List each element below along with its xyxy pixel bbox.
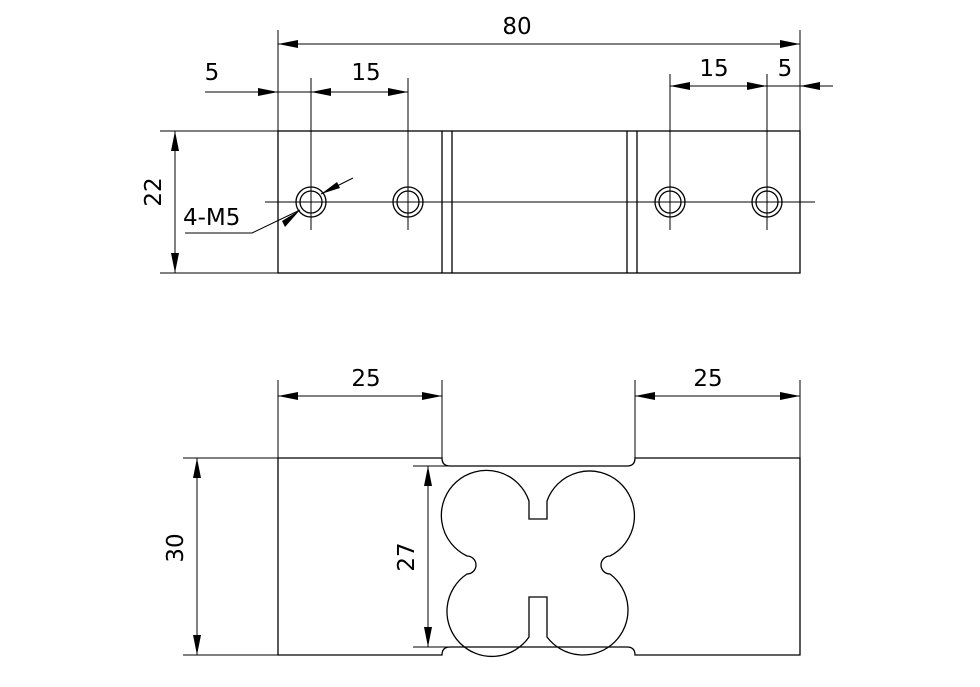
dimension-hole-spacing-right: 15	[670, 56, 767, 90]
dimension-label: 30	[163, 533, 189, 562]
hole-callout-leader: 4-M5	[183, 177, 354, 234]
side-view: 25 25 30 27	[163, 366, 801, 658]
dimension-label: 25	[693, 366, 722, 392]
dimension-label: 25	[351, 366, 380, 392]
dimension-label: 15	[351, 60, 380, 86]
dimension-label: 27	[394, 542, 420, 571]
dimension-edge-offset-right: 5	[767, 56, 833, 90]
dimension-mount-length-left: 25	[278, 366, 442, 400]
dimension-label: 5	[778, 56, 793, 82]
side-view-body	[277, 457, 801, 656]
dimension-height-side: 30	[163, 458, 201, 655]
binocular-cutout	[440, 469, 636, 658]
dimension-height-top: 22	[141, 131, 179, 273]
top-view: 80 5 15 15 5	[141, 14, 833, 274]
dimension-cutout-height: 27	[394, 466, 432, 647]
dimension-hole-spacing-left: 15	[311, 60, 408, 96]
dimension-overall-length: 80	[278, 14, 800, 48]
dimension-mount-length-right: 25	[635, 366, 800, 400]
dimension-edge-offset-left: 5	[205, 60, 331, 96]
dimension-label: 80	[502, 14, 531, 40]
dimension-label: 15	[699, 56, 728, 82]
dimension-label: 22	[141, 177, 167, 206]
dimension-label: 5	[205, 60, 220, 86]
hole-callout-label: 4-M5	[183, 205, 240, 231]
